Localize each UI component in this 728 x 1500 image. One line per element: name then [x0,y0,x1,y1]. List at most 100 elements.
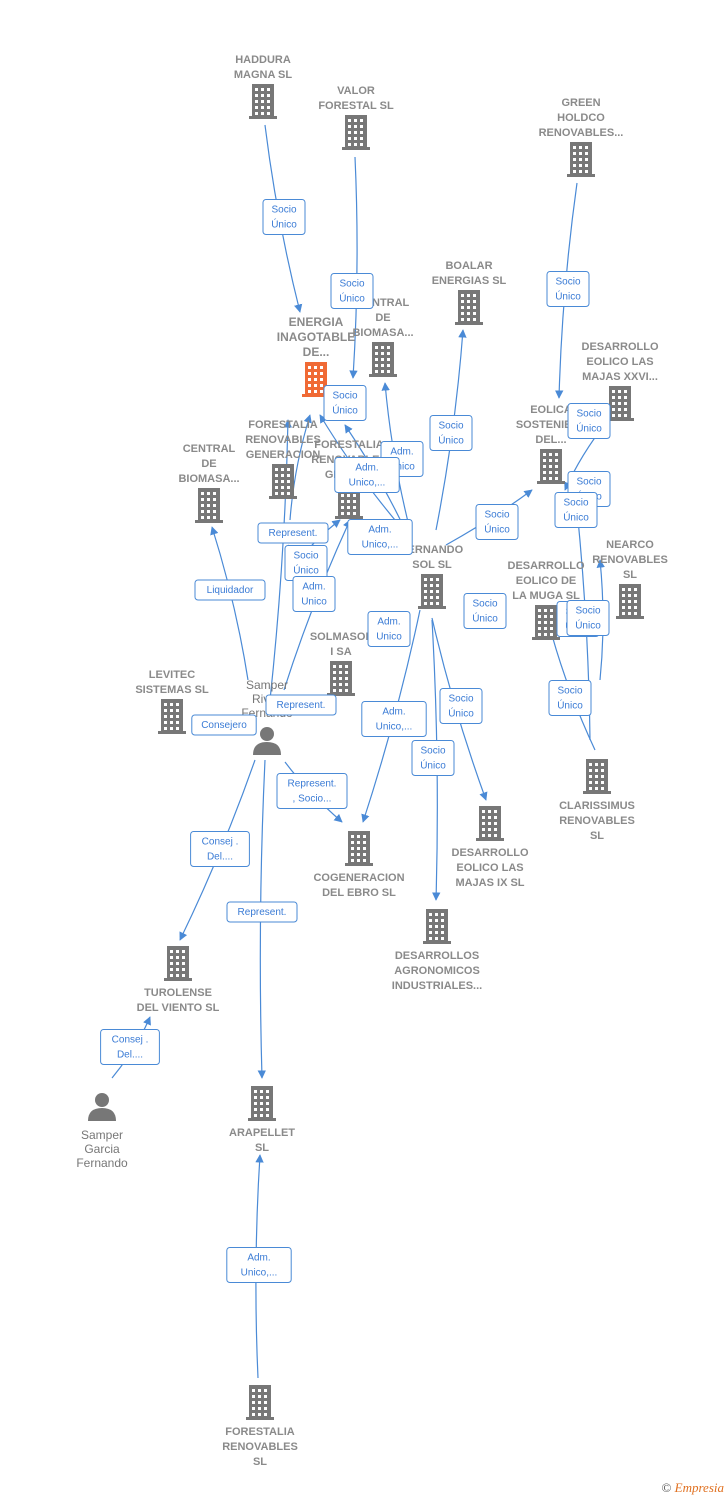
node-label-line: FORESTAL SL [318,100,394,112]
relation-label[interactable]: Adm.Unico,... [334,457,400,493]
node-label-line: VALOR [337,85,375,97]
relation-label[interactable]: Represent. [265,694,337,716]
node-forestalia_sl[interactable]: FORESTALIA RENOVABLES SL [222,1385,298,1468]
relation-text: Represent. [277,700,326,711]
building-icon [423,909,451,944]
relation-text: Socio [448,694,473,705]
relation-text: Único [576,422,602,435]
node-label-line: TUROLENSE [144,987,212,999]
node-label-line: SL [253,1456,267,1468]
relation-label[interactable]: Consejero [191,714,257,736]
relation-label[interactable]: Adm.Unico,... [226,1247,292,1283]
building-icon [302,362,330,397]
node-label-line: EOLICO DE [516,575,577,587]
node-label-line: I SA [330,646,351,658]
relation-text: Único [557,699,583,712]
node-label-line: FORESTALIA [225,1426,295,1438]
node-label-line: INAGOTABLE [277,330,355,344]
building-icon [455,290,483,325]
node-label-line: FORESTALIA [248,419,318,431]
node-label-line: DESARROLLOS [395,950,479,962]
node-valor[interactable]: VALOR FORESTAL SL [318,85,394,150]
relation-text: , Socio... [293,794,332,805]
relation-label[interactable]: Adm.Unico,... [347,519,413,555]
relation-text: Único [563,511,589,524]
node-label-line: DEL EBRO SL [322,887,396,899]
building-icon [158,699,186,734]
node-label-line: EOLICO LAS [456,862,523,874]
edge-line [289,414,312,521]
footer-brand[interactable]: © Empresia [662,1480,725,1496]
node-central2[interactable]: CENTRALDEBIOMASA... [178,443,240,523]
relation-label[interactable]: Represent., Socio... [276,773,348,809]
relation-label[interactable]: Consej .Del.... [100,1029,160,1065]
relation-text: Socio [563,498,588,509]
node-forestalia_gen[interactable]: FORESTALIA RENOVABLES GENERACION [245,419,321,499]
relation-text: Liquidador [207,585,254,596]
relation-label[interactable]: Adm.Unico [292,576,336,612]
relation-text: Socio [576,477,601,488]
relation-text: Del.... [117,1050,143,1061]
building-icon [248,1086,276,1121]
relation-text: Único [339,292,365,305]
node-eolica[interactable]: EOLICASOSTENIBLEDEL... [516,404,586,484]
node-label-line: GENERACION [246,449,321,461]
relation-text: Unico [301,597,327,608]
relation-text: Consej . [202,837,239,848]
node-label-line: NEARCO [606,539,654,551]
relation-label[interactable]: Adm.Unico [367,611,411,647]
relation-text: Socio [420,746,445,757]
relation-text: Unico [376,632,402,643]
relation-label[interactable]: Represent. [257,522,329,544]
edge-line [210,526,249,681]
node-label-line: ARAPELLET [229,1127,295,1139]
building-icon [342,115,370,150]
node-energia[interactable]: ENERGIAINAGOTABLEDE... [277,315,355,397]
node-label-line: RENOVABLES [245,434,321,446]
relation-text: Socio [576,409,601,420]
node-label-line: SISTEMAS SL [135,684,209,696]
building-icon [164,946,192,981]
relation-label[interactable]: Adm.Unico,... [361,701,427,737]
relation-text: Único [438,434,464,447]
node-label-line: AGRONOMICOS [394,965,480,977]
relation-text: Socio [575,606,600,617]
relation-label[interactable]: Represent. [226,901,298,923]
relation-label[interactable]: Liquidador [194,579,266,601]
node-desarrollos_agro[interactable]: DESARROLLOSAGRONOMICOSINDUSTRIALES... [392,909,482,992]
person-icon [88,1093,116,1121]
node-label-line: RENOVABLES [222,1441,298,1453]
node-label-line: HADDURA [235,54,291,66]
node-green[interactable]: GREENHOLDCORENOVABLES... [539,97,624,177]
relation-label[interactable]: Consej .Del.... [190,831,250,867]
